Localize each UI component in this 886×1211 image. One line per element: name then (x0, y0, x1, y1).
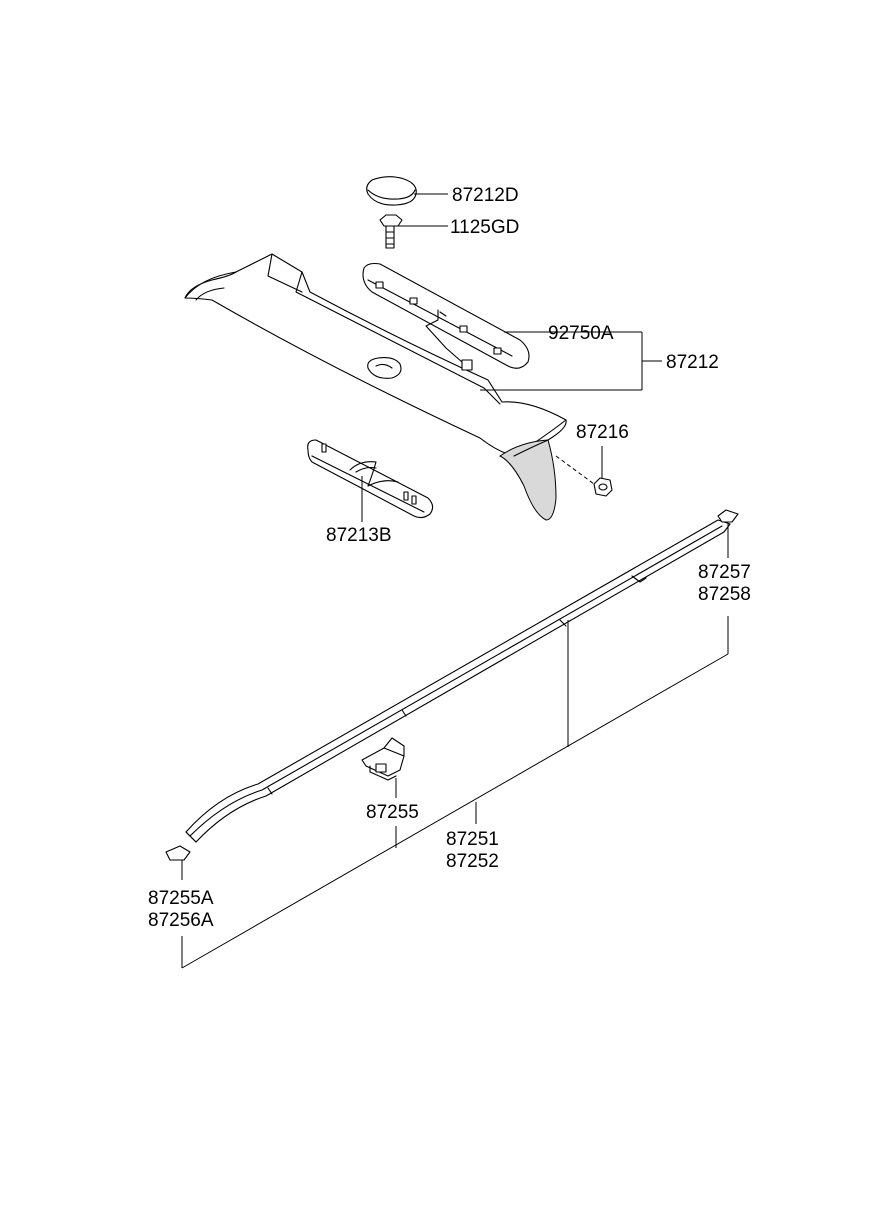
bolt-part (379, 214, 403, 249)
callout-87216: 87216 (576, 422, 629, 443)
callout-92750A: 92750A (548, 323, 614, 344)
callout-87212D: 87212D (452, 185, 519, 206)
callout-87212: 87212 (666, 352, 719, 373)
nut-part (555, 455, 613, 497)
callout-87258: 87258 (698, 584, 751, 605)
callout-87251: 87251 (446, 829, 499, 850)
callout-87257: 87257 (698, 562, 751, 583)
leader-lines (181, 193, 729, 969)
spoiler-bracket-part (307, 439, 434, 519)
roof-rail-part (185, 519, 731, 843)
callout-87256A: 87256A (148, 910, 214, 931)
callout-1125GD: 1125GD (450, 217, 519, 238)
callout-87213B: 87213B (326, 525, 392, 546)
rail-front-cap-part (717, 509, 739, 523)
rear-spoiler-part (184, 253, 567, 521)
stop-lamp-part (362, 262, 530, 371)
rail-rear-cap-part (165, 845, 191, 861)
rail-clip-part (361, 737, 405, 781)
spoiler-cap-part (366, 176, 417, 206)
callout-87255A: 87255A (148, 888, 214, 909)
callout-87252: 87252 (446, 851, 499, 872)
callout-87255: 87255 (366, 802, 419, 823)
